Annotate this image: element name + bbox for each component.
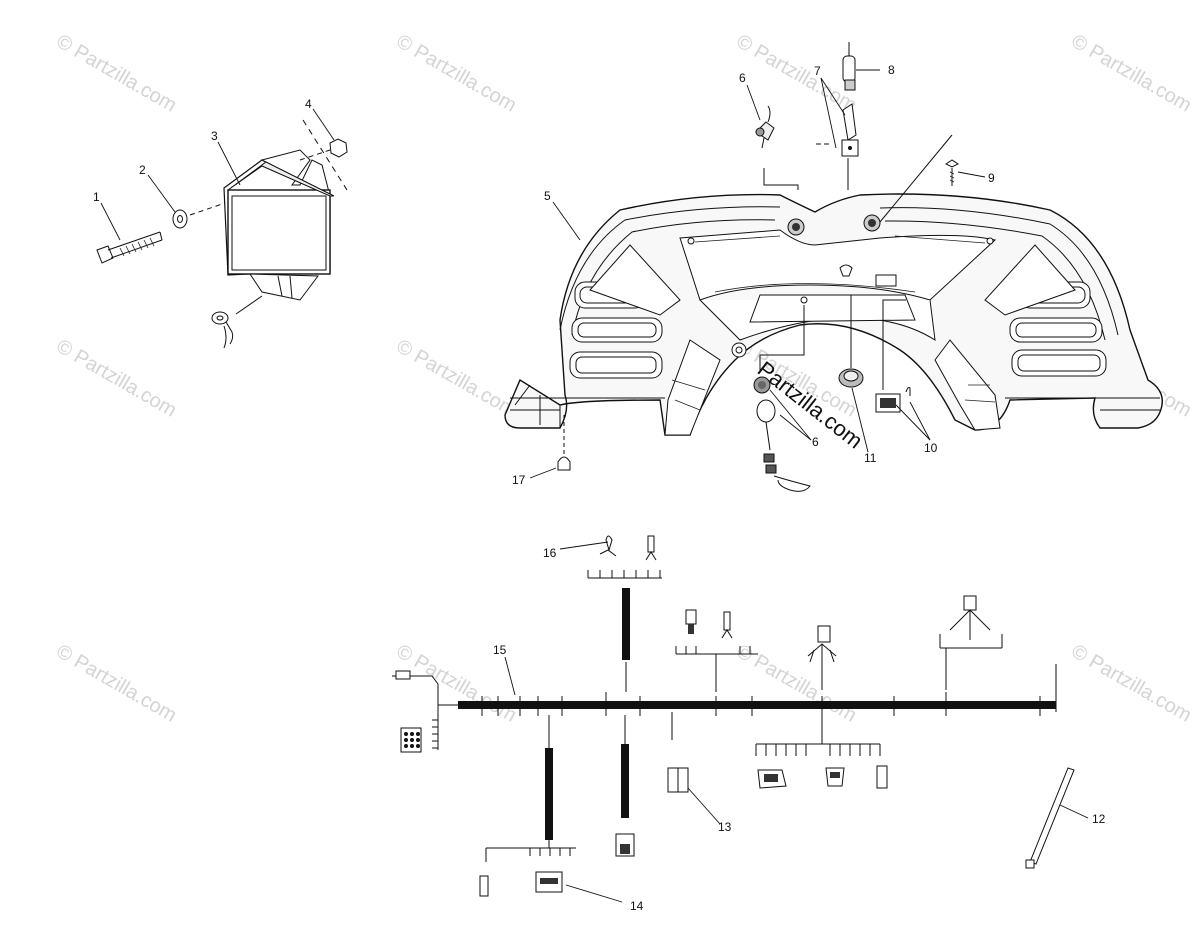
switch-part (875, 387, 911, 413)
callout-11: 11 (864, 451, 877, 465)
callout-6-top: 6 (739, 71, 746, 85)
nut-part (329, 138, 348, 158)
upper-branch-right (939, 595, 1003, 690)
harness-trunk (458, 701, 1056, 709)
cable-tie-part (1025, 767, 1075, 869)
lamp-harness-part (753, 376, 811, 492)
voltage-regulator-assembly (96, 119, 348, 349)
bolt-part (96, 231, 163, 264)
callout-2: 2 (139, 163, 146, 177)
bulb-socket-part (841, 103, 859, 190)
mount-screw-part (557, 415, 571, 471)
callout-3: 3 (211, 129, 218, 143)
upper-branch-connectors (675, 609, 758, 692)
callout-4: 4 (305, 97, 312, 111)
ring-terminal-part (211, 311, 234, 349)
leader-lines (100, 69, 1089, 903)
callout-1: 1 (93, 190, 100, 204)
callout-10: 10 (924, 441, 938, 455)
watermark-text: © Partzilla.com (53, 30, 181, 116)
bulb-part (842, 42, 856, 91)
regulator-module-part (223, 149, 335, 301)
grommet-part (838, 368, 864, 388)
wire-harness-assembly (392, 535, 1075, 897)
callout-8: 8 (888, 63, 895, 77)
watermark-text: © Partzilla.com (393, 335, 521, 421)
callout-6-bottom: 6 (812, 435, 819, 449)
callout-5: 5 (544, 189, 551, 203)
callout-labels: 1 2 3 4 5 6 6 7 8 9 10 11 12 13 14 15 16… (93, 63, 1106, 913)
upper-branch-plug (807, 625, 837, 690)
callout-15: 15 (493, 643, 507, 657)
watermark-text: © Partzilla.com (1068, 30, 1196, 116)
left-lead (392, 670, 458, 753)
watermark-text: © Partzilla.com (393, 30, 521, 116)
watermark-text: © Partzilla.com (1068, 640, 1196, 726)
callout-14: 14 (630, 899, 644, 913)
indicator-lamp-part (755, 105, 775, 149)
lower-branch-14 (479, 715, 576, 897)
callout-17: 17 (512, 473, 526, 487)
callout-7: 7 (814, 64, 821, 78)
connector-13-part (667, 767, 689, 793)
watermark-text: © Partzilla.com (53, 335, 181, 421)
upper-branch-16 (587, 535, 662, 692)
callout-13: 13 (718, 820, 732, 834)
callout-12: 12 (1092, 812, 1106, 826)
watermark-text: © Partzilla.com (733, 30, 861, 116)
callout-16: 16 (543, 546, 557, 560)
pod-housing-part (504, 193, 1163, 436)
lower-branch-right (755, 712, 888, 789)
callout-9: 9 (988, 171, 995, 185)
screw-part (945, 159, 959, 186)
lower-branch-middle (615, 715, 635, 857)
pod-housing-assembly: Partzilla.com (504, 42, 1163, 492)
watermark-text: © Partzilla.com (53, 640, 181, 726)
